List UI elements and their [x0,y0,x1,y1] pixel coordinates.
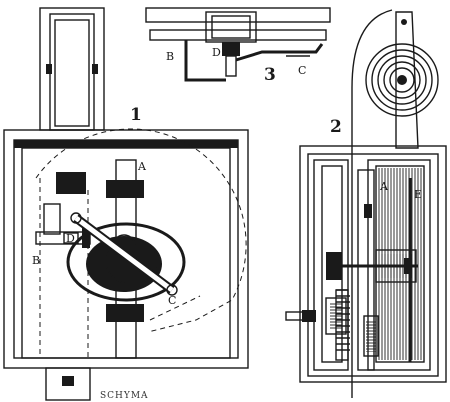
fig1-top-shaft [39,7,105,131]
fig2-set-screw [285,310,316,322]
fig2-number: 2 [330,117,342,137]
fig3-bracket-b [184,40,226,82]
figure-2: 2 A E [285,9,447,398]
fig1-swing-arc [35,128,247,358]
fig1-cam [66,222,186,302]
fig2-gear-train [325,249,418,361]
figure-1: 1 A B C D [3,7,249,401]
fig1-block [56,172,86,194]
fig1-label-b: B [32,254,40,267]
fig2-plate-a [357,169,375,371]
fig1-number: 1 [130,105,142,125]
fig2-reel [365,43,439,117]
fig3-label-d: D [212,46,221,59]
fig2-plate-a-slot [364,204,372,218]
fig3-label-c: C [298,64,306,77]
fig2-wire [351,9,393,398]
fig3-clamp [205,11,257,77]
fig2-post-pin [401,19,407,25]
fig1-label-d: D [66,232,75,245]
fig2-post [395,11,419,149]
fig2-label-a: A [379,180,389,193]
fig2-label-e: E [414,188,422,201]
fig1-lever-b [35,203,91,248]
fig1-bottom-shaft [45,367,91,401]
fig3-top-bar [145,7,331,23]
fig1-label-c: C [168,294,176,307]
fig3-label-b: B [166,50,174,63]
fig1-label-a: A [137,160,147,173]
fig1-arm-c [70,212,178,296]
fig3-arm-c [235,43,324,62]
figure-3: 3 B C D [145,7,331,85]
fig3-under-bar [149,29,327,41]
fig3-number: 3 [264,65,276,85]
engraver-signature: SCHYMA [100,391,149,401]
